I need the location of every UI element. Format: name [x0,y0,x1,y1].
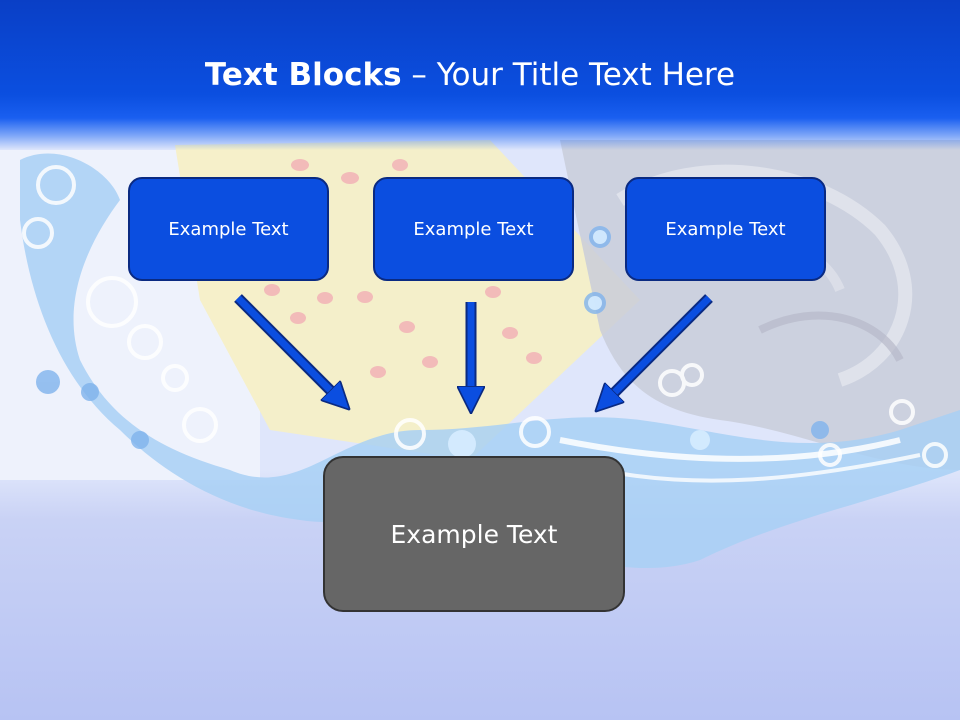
slide-title: Text Blocks – Your Title Text Here [0,52,940,98]
header-bar: Text Blocks – Your Title Text Here [0,0,960,150]
result-block-label: Example Text [390,519,558,549]
title-bold: Text Blocks [204,57,402,93]
text-block-1-label: Example Text [168,218,289,240]
text-block-3[interactable]: Example Text [625,177,826,281]
arrow-right [605,294,713,402]
text-block-3-label: Example Text [665,218,786,240]
title-dash: – [401,57,437,93]
text-block-2-label: Example Text [413,218,534,240]
arrow-left [234,294,340,400]
text-block-1[interactable]: Example Text [128,177,329,281]
result-block[interactable]: Example Text [323,456,625,612]
text-block-2[interactable]: Example Text [373,177,574,281]
title-rest: Your Title Text Here [436,57,736,93]
